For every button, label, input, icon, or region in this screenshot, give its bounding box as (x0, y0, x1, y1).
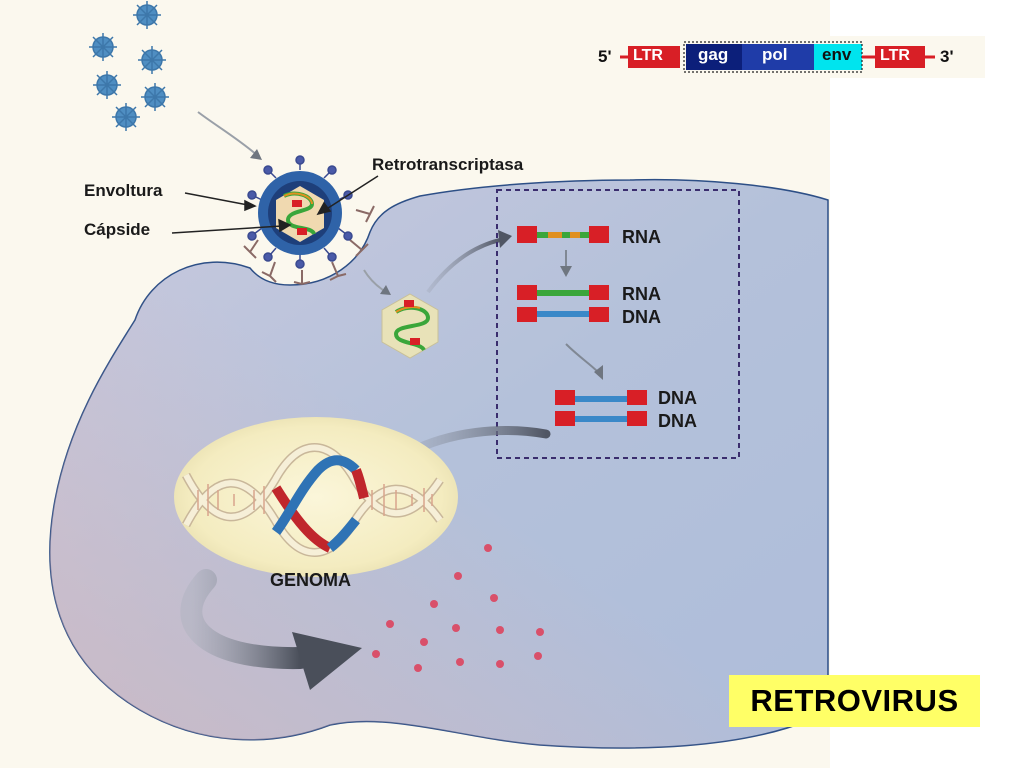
step-arrow (565, 343, 603, 380)
env-label: env (822, 45, 852, 64)
five-prime-label: 5' (598, 47, 612, 66)
double-stranded-dna (555, 390, 647, 426)
ltr-right-label: LTR (880, 47, 910, 64)
virus-particle-icon (133, 1, 161, 29)
virus-particle-icon (89, 33, 117, 61)
released-capsid (381, 293, 439, 359)
retrovirus-title-badge: RETROVIRUS (729, 675, 980, 727)
label-envoltura: Envoltura (84, 181, 163, 200)
nucleus (174, 417, 458, 577)
rna-dna-hybrid (517, 285, 609, 322)
three-prime-label: 3' (940, 47, 954, 66)
label-rna-2: RNA (622, 284, 661, 304)
label-dna-3a: DNA (658, 388, 697, 408)
virus-particle-icon (93, 71, 121, 99)
pol-block (742, 44, 814, 70)
rna-strand (517, 226, 609, 243)
env-block (814, 44, 862, 70)
gag-label: gag (698, 45, 729, 64)
reverse-transcriptase-icon (292, 200, 302, 207)
step-arrow (560, 250, 572, 277)
label-dna-3b: DNA (658, 411, 697, 431)
ltr-right-block (875, 46, 925, 68)
pol-label: pol (762, 45, 788, 64)
ltr-left-label: LTR (633, 47, 663, 64)
expression-arrow (180, 569, 362, 690)
proviral-genome-map (595, 36, 985, 78)
virus-particle-icon (112, 103, 140, 131)
label-capside: Cápside (84, 220, 151, 239)
label-pointers (171, 175, 379, 234)
label-rna-1: RNA (622, 227, 661, 247)
viral-protein-dots (372, 544, 544, 672)
reverse-transcription-box (496, 189, 740, 459)
virus-particle-icon (141, 83, 169, 111)
gag-block (686, 44, 742, 70)
uncoating-arrow (363, 269, 391, 295)
virus-particle-icon (138, 46, 166, 74)
label-genoma: GENOMA (270, 570, 351, 590)
host-genome-helix (182, 443, 444, 557)
label-dna-2: DNA (622, 307, 661, 327)
to-transcription-arrow (426, 230, 512, 294)
label-retrotranscriptasa: Retrotranscriptasa (372, 155, 524, 174)
entry-arrow (197, 111, 262, 160)
ltr-left-block (628, 46, 680, 68)
free-virus-particles (89, 1, 169, 131)
